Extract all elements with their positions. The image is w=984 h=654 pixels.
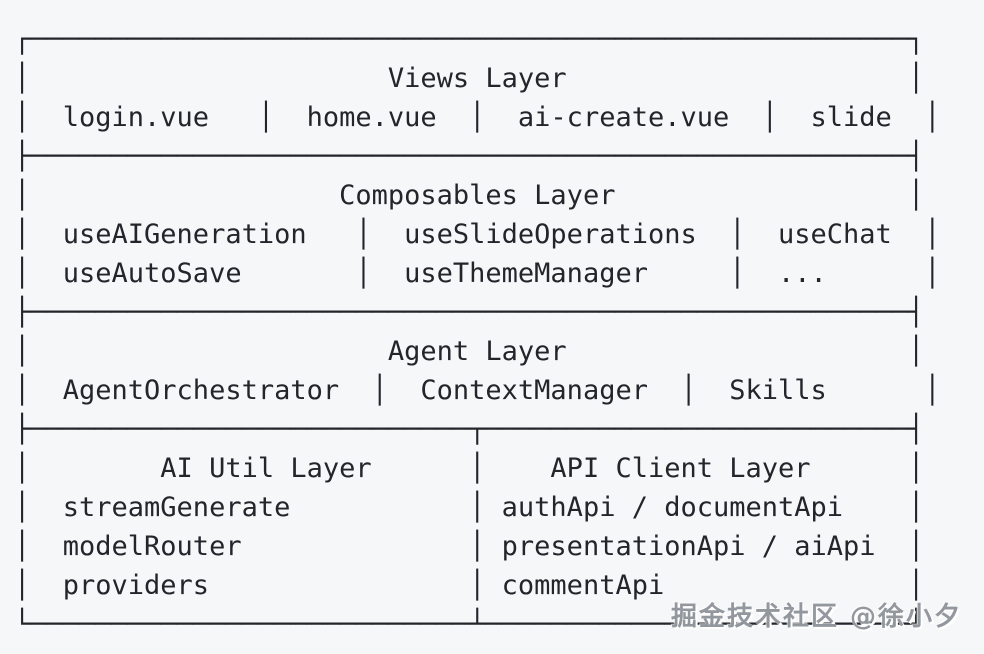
ascii-line: │ login.vue │ home.vue │ ai-create.vue │… bbox=[14, 102, 941, 133]
ascii-line: ┌───────────────────────────────────────… bbox=[14, 24, 925, 55]
ascii-line: │ useAutoSave │ useThemeManager │ ... │ bbox=[14, 258, 941, 289]
watermark-text: 掘金技术社区 @徐小夕 bbox=[670, 602, 962, 632]
ascii-line: │ modelRouter │ presentationApi / aiApi … bbox=[14, 531, 925, 562]
ascii-line: ├───────────────────────────────────────… bbox=[14, 141, 925, 172]
ascii-line: │ useAIGeneration │ useSlideOperations │… bbox=[14, 219, 941, 250]
ascii-line: │ providers │ commentApi │ bbox=[14, 570, 925, 601]
ascii-line: │ Composables Layer │ bbox=[14, 180, 925, 211]
ascii-line: │ Agent Layer │ bbox=[14, 336, 925, 367]
ascii-line: ├───────────────────────────┬───────────… bbox=[14, 414, 925, 445]
ascii-line: │ streamGenerate │ authApi / documentApi… bbox=[14, 492, 925, 523]
ascii-line: └───────────────────────────┴───────────… bbox=[14, 609, 925, 640]
ascii-line: ├───────────────────────────────────────… bbox=[14, 297, 925, 328]
ascii-line: │ AgentOrchestrator │ ContextManager │ S… bbox=[14, 375, 941, 406]
ascii-line: │ Views Layer │ bbox=[14, 63, 925, 94]
ascii-line: │ AI Util Layer │ API Client Layer │ bbox=[14, 453, 925, 484]
